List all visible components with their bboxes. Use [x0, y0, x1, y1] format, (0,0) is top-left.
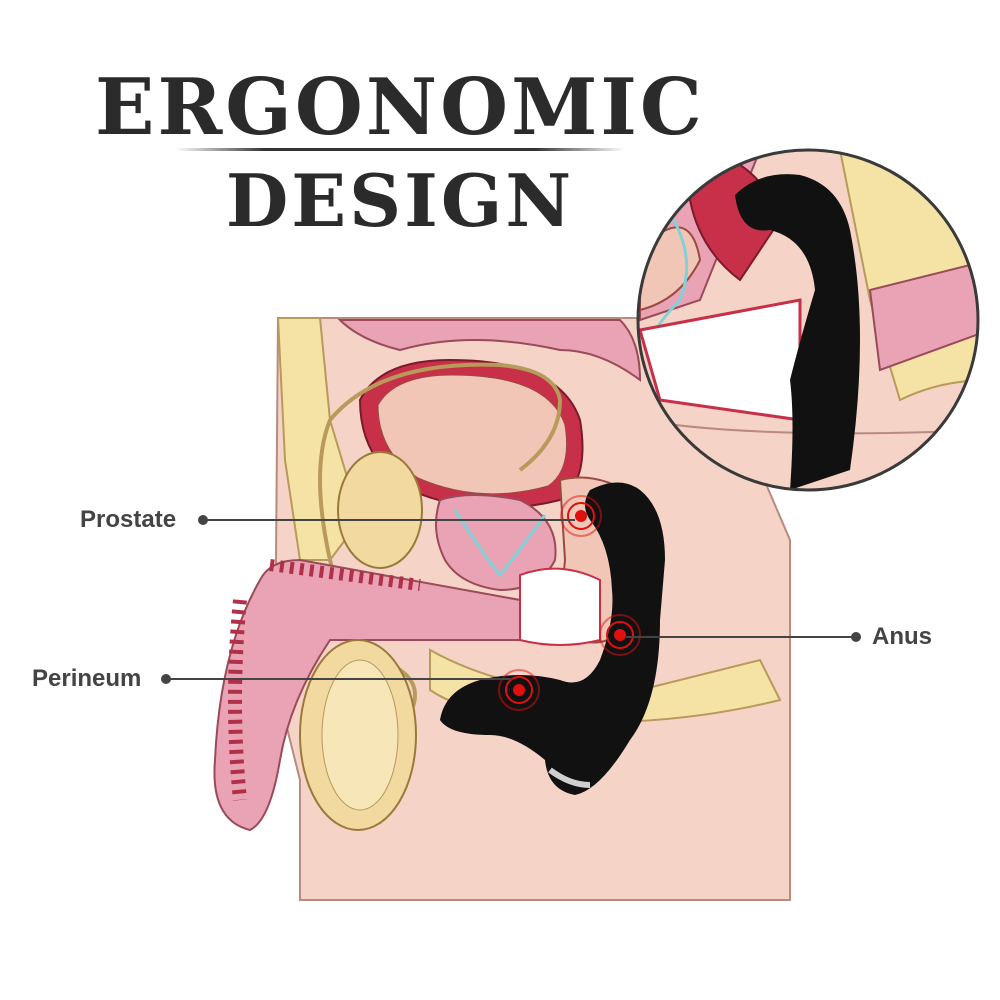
- anus-leader-dot: [851, 632, 861, 642]
- upper-tissue: [337, 319, 642, 382]
- title-line-1: ERGONOMIC: [95, 62, 705, 153]
- device-button: [548, 767, 591, 788]
- hotspot-perineum: [498, 669, 540, 711]
- inset-device: [735, 174, 860, 490]
- hotspot-anus: [599, 614, 641, 656]
- penis: [213, 558, 535, 832]
- prostate-label: Prostate: [80, 506, 177, 533]
- anus-label: Anus: [872, 623, 932, 650]
- title-divider: [175, 148, 625, 151]
- hotspot-prostate: [560, 495, 602, 537]
- seminal-vesicle: [337, 451, 423, 569]
- zoom-inset-border: [636, 148, 980, 492]
- urethra-tube: [453, 509, 547, 578]
- rectum-wall: [519, 567, 601, 646]
- prostate-leader-dot: [198, 515, 208, 525]
- device: [440, 482, 665, 795]
- testicle-inner: [321, 659, 399, 811]
- penis-stripes: [228, 599, 247, 801]
- title-line-2: DESIGN: [225, 158, 575, 243]
- perineum-leader-dot: [161, 674, 171, 684]
- perineum-label: Perineum: [32, 665, 142, 692]
